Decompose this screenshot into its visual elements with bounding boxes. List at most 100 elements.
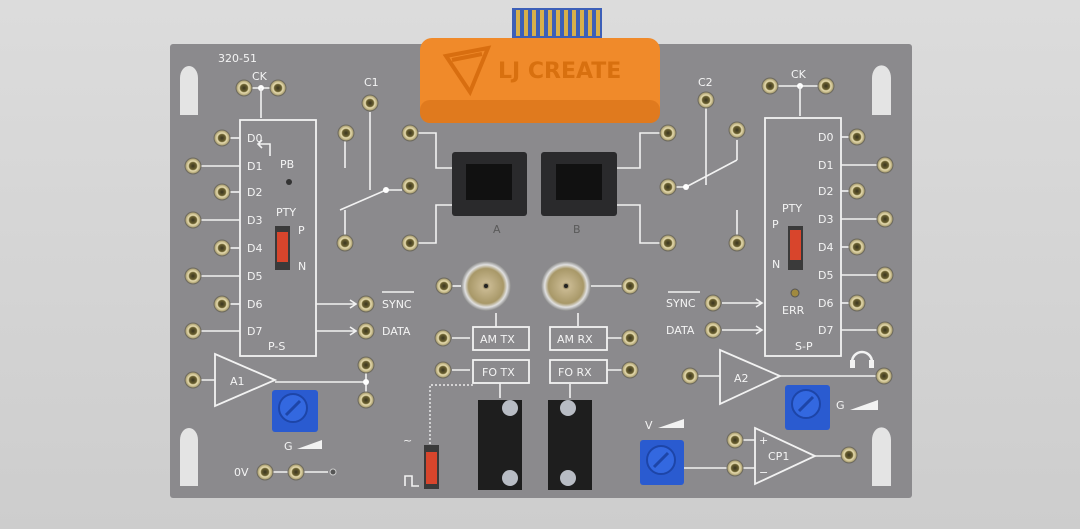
socket-terminal[interactable] [704, 321, 722, 339]
socket-terminal[interactable] [401, 234, 419, 252]
socket-terminal[interactable] [337, 124, 355, 142]
socket-terminal[interactable] [434, 361, 452, 379]
jack-b[interactable]: B [541, 132, 661, 244]
pty-label-right: PTY [782, 202, 802, 215]
lj-create-cap: LJ CREATE [420, 38, 660, 123]
connector-finger [548, 10, 552, 36]
pb-button[interactable] [286, 179, 292, 185]
socket-terminal[interactable] [876, 321, 894, 339]
socket-terminal[interactable] [875, 367, 893, 385]
socket-terminal[interactable] [287, 463, 305, 481]
socket-terminal[interactable] [697, 91, 715, 109]
socket-terminal[interactable] [681, 367, 699, 385]
sync-label-left: SYNC [382, 298, 412, 311]
socket-terminal[interactable] [659, 124, 677, 142]
brand-logo: LJ CREATE [498, 59, 621, 84]
input-label: D0 [247, 132, 262, 145]
jack-a[interactable]: A [418, 132, 527, 244]
connector-finger [516, 10, 520, 36]
gain-label-a2: G [836, 399, 845, 412]
socket-terminal[interactable] [184, 267, 202, 285]
headphone-icon [850, 350, 874, 368]
fo-rx-block: FO RX [549, 359, 622, 398]
mounting-slots [180, 65, 891, 486]
socket-terminal[interactable] [435, 277, 453, 295]
socket-terminal[interactable] [621, 361, 639, 379]
socket-terminal[interactable] [256, 463, 274, 481]
connector-finger [572, 10, 576, 36]
lj-create-logo-icon [442, 45, 492, 97]
socket-terminal[interactable] [357, 295, 375, 313]
fiber-tx-connector[interactable] [478, 400, 522, 490]
socket-terminal[interactable] [726, 431, 744, 449]
socket-terminal[interactable] [357, 356, 375, 374]
err-label: ERR [782, 304, 805, 317]
socket-terminal[interactable] [235, 79, 253, 97]
socket-terminal[interactable] [213, 183, 231, 201]
socket-terminal[interactable] [184, 211, 202, 229]
socket-terminal[interactable] [848, 182, 866, 200]
socket-terminal[interactable] [659, 234, 677, 252]
socket-terminal[interactable] [184, 371, 202, 389]
socket-terminal[interactable] [361, 94, 379, 112]
fiber-rx-connector[interactable] [548, 400, 592, 490]
jack-b-label: B [573, 223, 581, 236]
socket-terminal[interactable] [401, 124, 419, 142]
gain-pot-a1[interactable] [272, 390, 318, 432]
socket-terminal[interactable] [840, 446, 858, 464]
socket-terminal[interactable] [659, 178, 677, 196]
bnc-connector-tx[interactable] [452, 261, 511, 311]
bnc-connector-rx[interactable] [541, 261, 622, 311]
socket-terminal[interactable] [876, 266, 894, 284]
output-label: D3 [818, 213, 833, 226]
c2-label: C2 [698, 76, 713, 89]
jack-a-label: A [493, 223, 501, 236]
socket-terminal[interactable] [848, 128, 866, 146]
socket-terminal[interactable] [728, 234, 746, 252]
socket-terminal[interactable] [269, 79, 287, 97]
socket-terminal[interactable] [213, 295, 231, 313]
socket-terminal[interactable] [184, 157, 202, 175]
socket-terminal[interactable] [401, 177, 419, 195]
socket-terminal[interactable] [876, 210, 894, 228]
a2-label: A2 [734, 372, 749, 385]
socket-terminal[interactable] [336, 234, 354, 252]
p-label-right: P [772, 218, 779, 231]
socket-terminal[interactable] [704, 294, 722, 312]
am-rx-block: AM RX [549, 313, 622, 351]
socket-terminal[interactable] [876, 156, 894, 174]
socket-terminal[interactable] [621, 277, 639, 295]
input-label: D3 [247, 214, 262, 227]
socket-terminal[interactable] [213, 239, 231, 257]
switch-c1: C1 [339, 76, 402, 236]
connector-finger [588, 10, 592, 36]
comparator-cp1: + − CP1 [684, 426, 841, 486]
socket-terminal[interactable] [357, 391, 375, 409]
pty-label: PTY [276, 206, 296, 219]
connector-finger [556, 10, 560, 36]
socket-terminal[interactable] [728, 121, 746, 139]
socket-terminal[interactable] [621, 329, 639, 347]
socket-terminal[interactable] [761, 77, 779, 95]
voltage-pot[interactable] [640, 440, 684, 485]
socket-terminal[interactable] [213, 129, 231, 147]
gain-ramp-icon [297, 440, 322, 449]
am-rx-label: AM RX [557, 333, 593, 346]
cp1-label: CP1 [768, 450, 789, 463]
connector-finger [564, 10, 568, 36]
socket-terminal[interactable] [848, 294, 866, 312]
am-tx-block: AM TX [452, 313, 530, 351]
socket-terminal[interactable] [848, 238, 866, 256]
data-label-left: DATA [382, 325, 411, 338]
gain-pot-a2[interactable] [785, 385, 830, 430]
socket-terminal[interactable] [434, 329, 452, 347]
socket-terminal[interactable] [726, 459, 744, 477]
data-label-right: DATA [666, 324, 695, 337]
socket-terminal[interactable] [357, 322, 375, 340]
socket-terminal[interactable] [817, 77, 835, 95]
socket-terminal[interactable] [184, 322, 202, 340]
gain-ramp-icon [850, 400, 878, 410]
